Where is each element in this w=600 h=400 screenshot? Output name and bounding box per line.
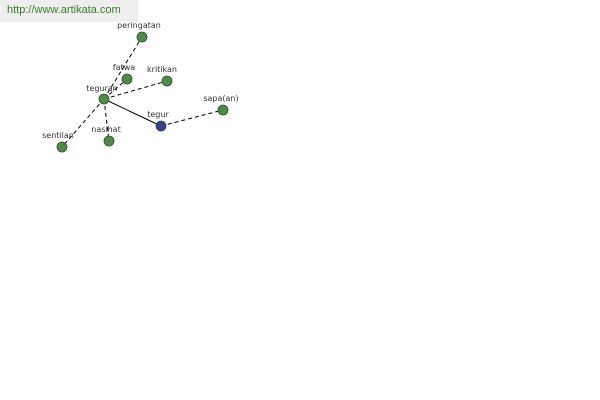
node-peringatan[interactable] — [136, 31, 148, 43]
labels-layer: tegur teguran peringatan fatwa kritikan sapa(… — [42, 21, 238, 140]
edge-teguran-kritikan — [103, 80, 168, 100]
node-label-teguran: teguran — [86, 84, 117, 93]
node-label-peringatan: peringatan — [117, 21, 161, 30]
edges-layer — [61, 36, 224, 148]
node-teguran[interactable] — [98, 93, 110, 105]
edge-teguran-nasihat — [103, 98, 110, 142]
node-label-kritikan: kritikan — [147, 65, 177, 74]
node-label-tegur: tegur — [147, 110, 169, 119]
edge-teguran-sentilan — [61, 98, 105, 148]
site-url-link[interactable]: http://www.artikata.com — [7, 4, 121, 16]
site-banner: http://www.artikata.com — [0, 0, 138, 22]
node-fatwa[interactable] — [121, 73, 133, 85]
node-kritikan[interactable] — [161, 75, 173, 87]
node-sentilan[interactable] — [56, 141, 68, 153]
node-sapa_an[interactable] — [217, 104, 229, 116]
node-label-sentilan: sentilan — [42, 131, 74, 140]
node-label-sapa_an: sapa(an) — [203, 94, 238, 103]
edge-tegur-teguran — [103, 98, 162, 127]
node-tegur[interactable] — [155, 120, 167, 132]
node-label-fatwa: fatwa — [113, 63, 135, 72]
edge-tegur-sapa_an — [160, 109, 224, 127]
node-nasihat[interactable] — [103, 135, 115, 147]
edge-teguran-peringatan — [103, 36, 143, 100]
edge-teguran-fatwa — [103, 78, 128, 100]
node-label-nasihat: nasihat — [91, 125, 120, 134]
nodes-layer — [56, 31, 229, 153]
